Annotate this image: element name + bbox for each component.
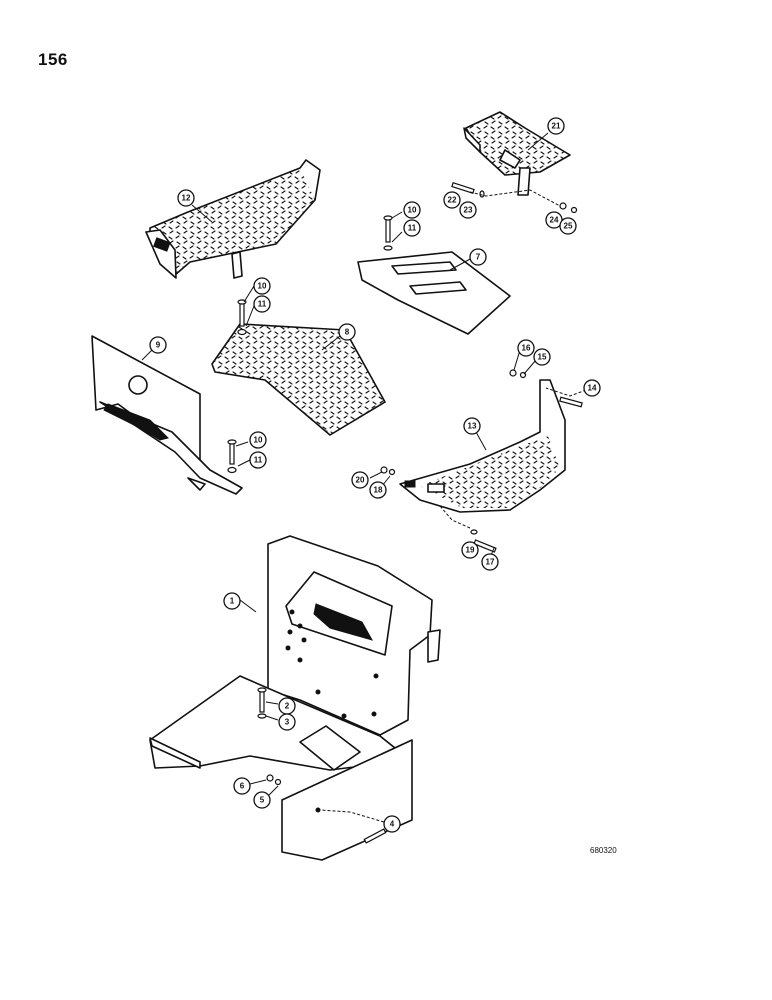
callout-16: 16	[517, 339, 535, 357]
svg-text:11: 11	[254, 456, 263, 465]
tread-plate-8	[211, 323, 386, 436]
hardware	[227, 181, 583, 844]
main-frame-1	[149, 535, 441, 861]
callout-23: 23	[459, 201, 477, 219]
svg-text:1: 1	[230, 597, 235, 606]
svg-text:23: 23	[464, 206, 473, 215]
callout-10b: 10	[253, 277, 271, 295]
callout-20: 20	[351, 471, 369, 489]
callout-7: 7	[469, 248, 487, 266]
callout-3: 3	[278, 713, 296, 731]
svg-text:15: 15	[538, 353, 547, 362]
svg-text:8: 8	[345, 328, 350, 337]
callout-22: 22	[443, 191, 461, 209]
svg-text:6: 6	[240, 782, 245, 791]
callout-5: 5	[253, 791, 271, 809]
callout-12: 12	[177, 189, 195, 207]
svg-text:10: 10	[254, 436, 263, 445]
callout-6: 6	[233, 777, 251, 795]
svg-text:2: 2	[285, 702, 290, 711]
callout-8: 8	[338, 323, 356, 341]
svg-text:10: 10	[408, 206, 417, 215]
svg-text:9: 9	[156, 341, 161, 350]
callout-9: 9	[149, 336, 167, 354]
callout-4: 4	[383, 815, 401, 833]
callout-21: 21	[547, 117, 565, 135]
callout-11c: 11	[249, 451, 267, 469]
side-panel-9	[91, 335, 243, 495]
svg-text:12: 12	[182, 194, 191, 203]
svg-text:11: 11	[408, 224, 417, 233]
svg-text:11: 11	[258, 300, 267, 309]
svg-text:21: 21	[552, 122, 561, 131]
callout-10c: 10	[249, 431, 267, 449]
svg-text:24: 24	[550, 216, 559, 225]
callout-25: 25	[559, 217, 577, 235]
svg-text:10: 10	[258, 282, 267, 291]
step-bracket-13	[399, 379, 566, 513]
page-number: 156	[38, 50, 68, 69]
svg-text:14: 14	[588, 384, 597, 393]
callout-14: 14	[583, 379, 601, 397]
callout-10a: 10	[403, 201, 421, 219]
svg-text:18: 18	[374, 486, 383, 495]
drawing-code: 680320	[590, 846, 617, 855]
svg-text:19: 19	[466, 546, 475, 555]
step-plate-12	[145, 159, 321, 279]
floor-plate-7	[357, 251, 511, 335]
callout-1: 1	[223, 592, 241, 610]
svg-text:5: 5	[260, 796, 265, 805]
svg-text:25: 25	[564, 222, 573, 231]
svg-text:3: 3	[285, 718, 290, 727]
callout-11a: 11	[403, 219, 421, 237]
callout-18: 18	[369, 481, 387, 499]
leader-lines	[141, 132, 587, 823]
svg-text:16: 16	[522, 344, 531, 353]
callout-15: 15	[533, 348, 551, 366]
svg-text:13: 13	[468, 422, 477, 431]
callout-17: 17	[481, 553, 499, 571]
callout-13: 13	[463, 417, 481, 435]
svg-text:4: 4	[390, 820, 395, 829]
svg-text:22: 22	[448, 196, 457, 205]
svg-text:7: 7	[476, 253, 481, 262]
svg-text:17: 17	[486, 558, 495, 567]
step-plate-21	[463, 111, 571, 196]
frame-bolt-holes	[285, 609, 379, 813]
callout-2: 2	[278, 697, 296, 715]
svg-text:20: 20	[356, 476, 365, 485]
callout-19: 19	[461, 541, 479, 559]
callout-11b: 11	[253, 295, 271, 313]
